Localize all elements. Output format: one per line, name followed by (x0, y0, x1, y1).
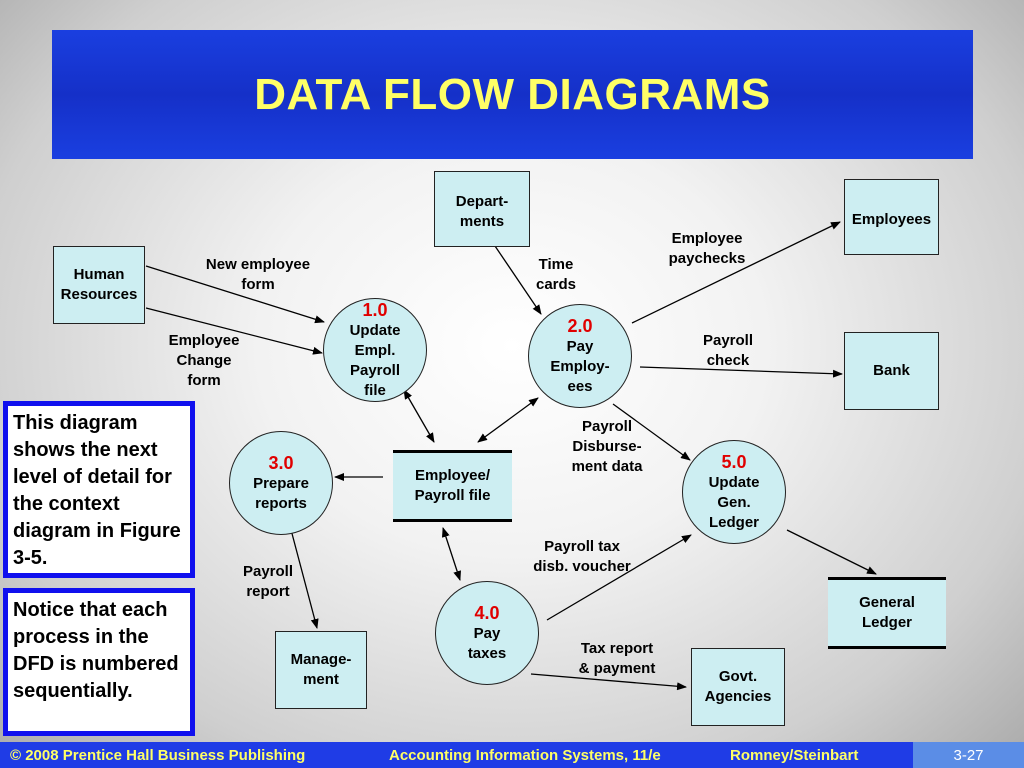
process-1-number: 1.0 (362, 299, 388, 320)
arrow-time-cards (494, 245, 542, 315)
entity-govt-agencies: Govt. Agencies (691, 648, 785, 726)
label-payroll-tax-voucher: Payroll tax disb. voucher (533, 538, 631, 575)
label-payroll-disbursement: Payroll Disburse- ment data (571, 418, 643, 475)
label-employee-change-form: Employee Change form (168, 332, 240, 389)
arrow-payroll-report (289, 525, 319, 629)
process-3-label: Prepare reports (253, 474, 309, 512)
arrow-payroll-check (639, 366, 843, 378)
footer-book: Accounting Information Systems, 11/e (389, 746, 661, 764)
arrow-employee-paychecks (631, 221, 841, 324)
store-employee-payroll-file: Employee/ Payroll file (393, 450, 512, 522)
store-general-ledger: General Ledger (828, 577, 946, 649)
process-3: 3.0 Prepare reports (229, 431, 333, 535)
process-5-label: Update Gen. Ledger (708, 473, 760, 531)
process-1-label: Update Empl. Payroll file (349, 321, 401, 399)
process-4-number: 4.0 (474, 602, 500, 623)
arrow-payroll-disbursement (612, 403, 691, 461)
note-numbered-sequentially: Notice that each process in the DFD is n… (3, 588, 195, 736)
label-employee-paychecks: Employee paychecks (668, 230, 746, 267)
entity-management: Manage- ment (275, 631, 367, 709)
process-2: 2.0 Pay Employ- ees (528, 304, 632, 408)
label-payroll-check: Payroll check (702, 332, 754, 369)
entity-bank: Bank (844, 332, 939, 410)
arrow-p2-store (477, 397, 539, 443)
title-banner: DATA FLOW DIAGRAMS (52, 30, 973, 159)
note-next-level: This diagram shows the next level of det… (3, 401, 195, 578)
label-tax-report: Tax report & payment (578, 640, 656, 677)
label-new-employee-form: New employee form (205, 256, 311, 293)
label-time-cards: Time cards (535, 256, 577, 293)
process-4: 4.0 Pay taxes (435, 581, 539, 685)
process-5-number: 5.0 (721, 451, 747, 472)
entity-employees: Employees (844, 179, 939, 255)
footer-page-number: 3-27 (913, 742, 1024, 768)
arrow-employee-change-form (145, 307, 323, 355)
arrow-payroll-tax-voucher (546, 534, 692, 621)
arrow-tax-report (530, 673, 687, 691)
arrow-p5-ledger (786, 529, 877, 575)
footer-bar: © 2008 Prentice Hall Business Publishing… (0, 742, 1024, 768)
slide-title: DATA FLOW DIAGRAMS (254, 69, 771, 119)
entity-human-resources: Human Resources (53, 246, 145, 324)
label-payroll-report: Payroll report (242, 563, 294, 600)
arrow-p1-store (403, 389, 435, 443)
process-1: 1.0 Update Empl. Payroll file (323, 298, 427, 402)
process-4-label: Pay taxes (467, 624, 507, 662)
process-3-number: 3.0 (268, 452, 294, 473)
process-2-number: 2.0 (567, 315, 593, 336)
arrow-new-employee-form (145, 265, 325, 324)
footer-copyright: © 2008 Prentice Hall Business Publishing (10, 746, 306, 764)
process-5: 5.0 Update Gen. Ledger (682, 440, 786, 544)
process-2-label: Pay Employ- ees (550, 337, 610, 395)
footer-authors: Romney/Steinbart (730, 746, 859, 764)
arrow-store-p4 (441, 527, 462, 581)
entity-departments: Depart- ments (434, 171, 530, 247)
